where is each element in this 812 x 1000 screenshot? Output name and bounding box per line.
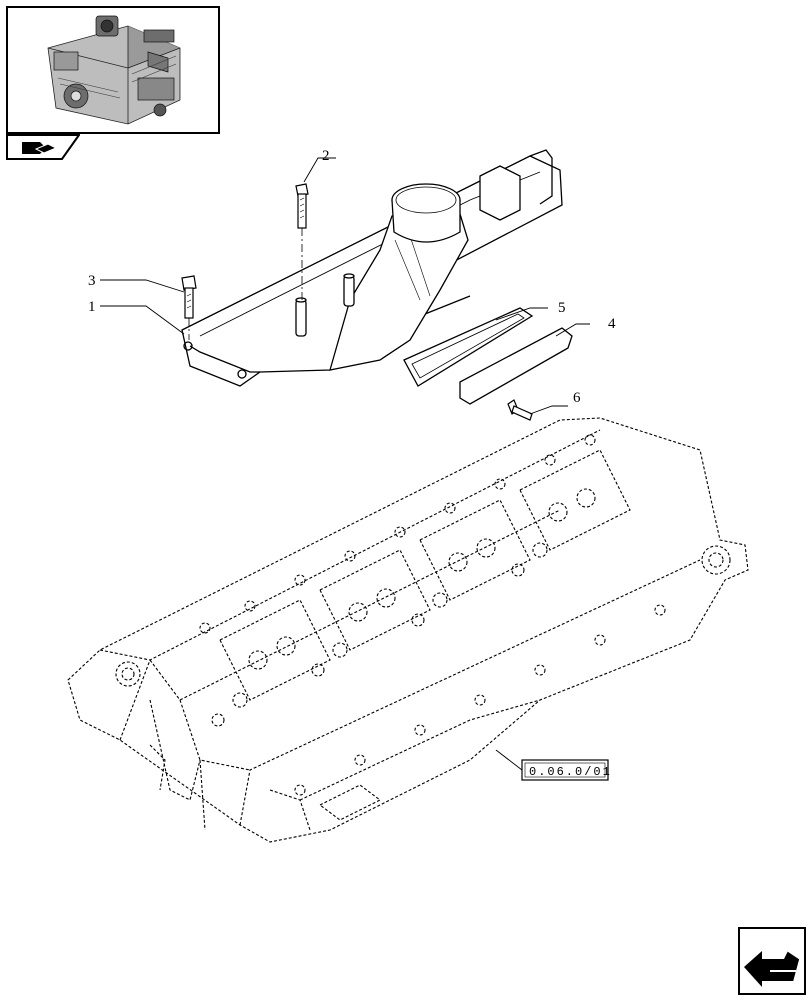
engine-thumbnail-icon: [47, 15, 181, 125]
callout-6: 6: [573, 390, 581, 406]
callout-2: 2: [322, 148, 330, 164]
intake-manifold-part-1: [181, 149, 563, 387]
callout-1: 1: [88, 299, 96, 315]
bolt-part-3: [181, 275, 197, 340]
bolt-part-2: [295, 183, 309, 300]
callout-4: 4: [608, 316, 616, 332]
cylinder-head-phantom: [67, 417, 749, 843]
screw-part-6: [507, 399, 533, 421]
reference-box[interactable]: 0.06.0/01: [521, 759, 612, 781]
callout-3: 3: [88, 273, 96, 289]
book-arrow-icon[interactable]: [6, 134, 80, 160]
spacer-part-4: [459, 327, 573, 405]
next-page-arrow-icon: [744, 950, 801, 987]
gasket-part-5: [403, 307, 534, 387]
engine-thumbnail[interactable]: [6, 6, 220, 134]
callout-5: 5: [558, 300, 566, 316]
leader-lines: [100, 157, 590, 771]
reference-label: 0.06.0/01: [529, 765, 612, 779]
next-page-button[interactable]: [738, 927, 806, 995]
